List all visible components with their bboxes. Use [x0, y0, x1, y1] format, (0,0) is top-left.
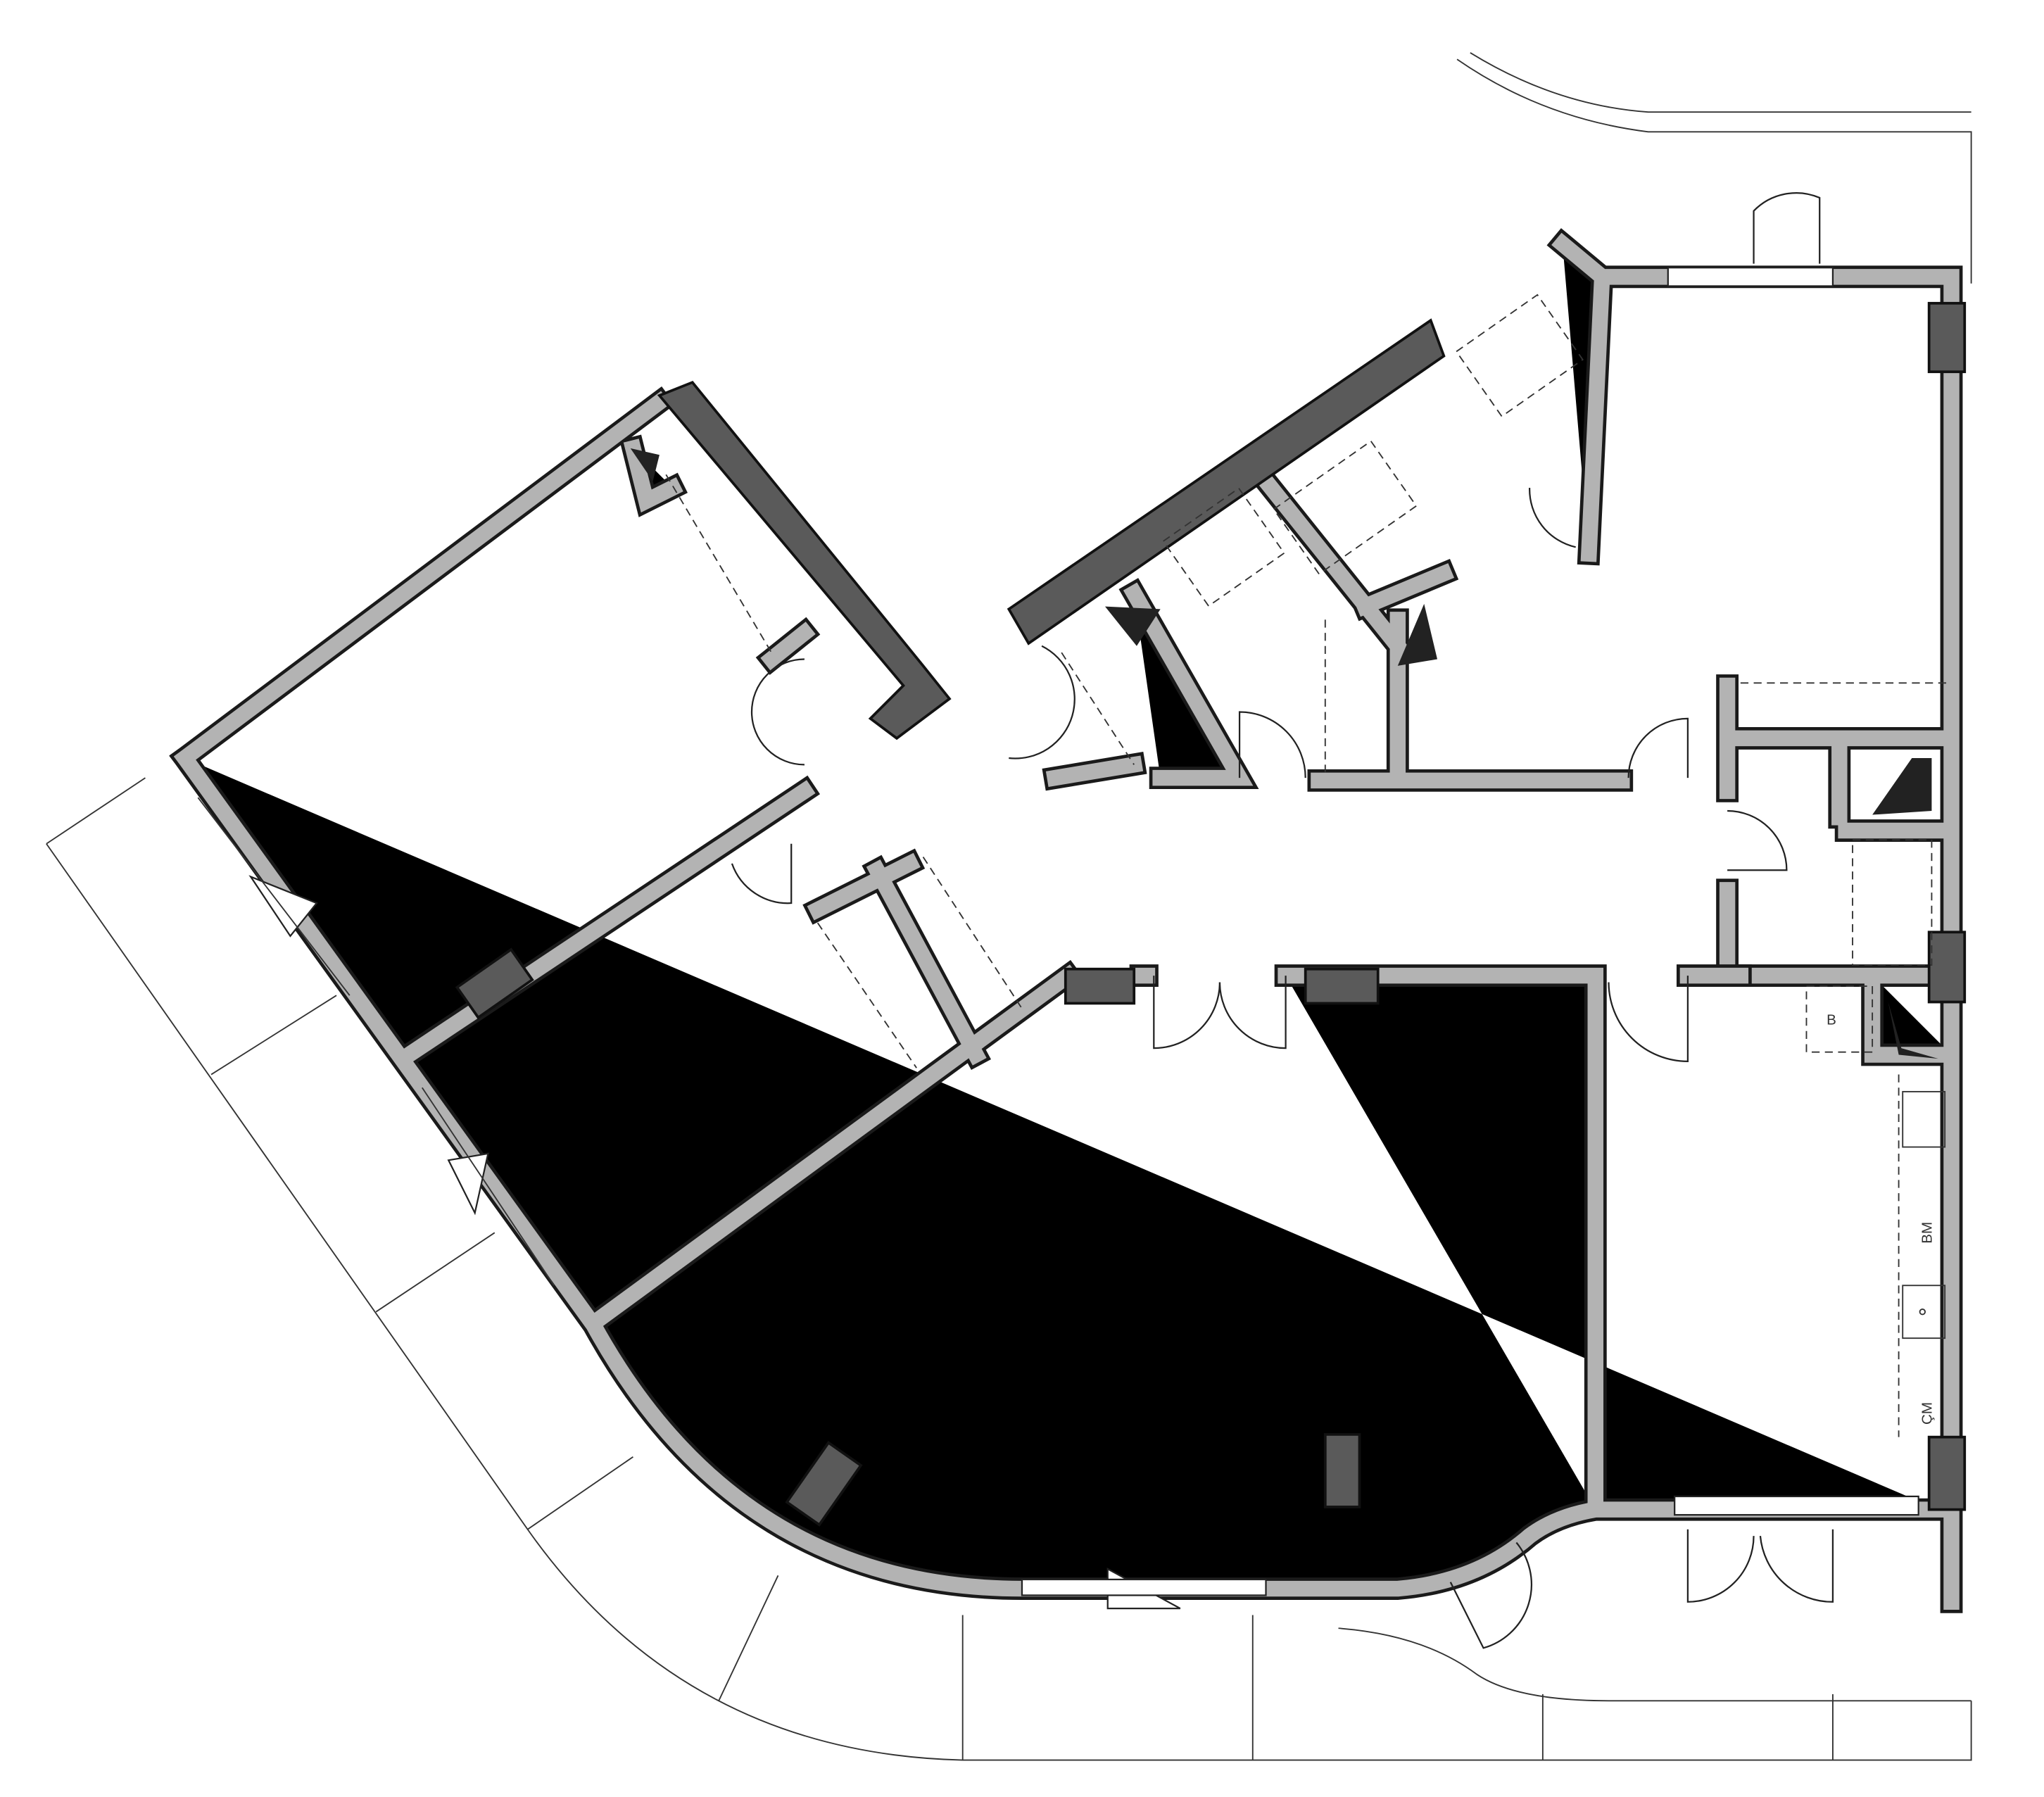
shafts [630, 448, 1938, 1059]
column [1064, 967, 1136, 1005]
storage-label: B [1827, 1011, 1836, 1028]
windows [197, 267, 1919, 1596]
room-labels: B BM ÇM [1827, 1011, 1935, 1425]
column [455, 947, 534, 1020]
shear-wall-top [1007, 318, 1446, 645]
cooktop-icon [1902, 1090, 1946, 1148]
column [1927, 931, 1967, 1004]
columns [455, 301, 1967, 1527]
washing-machine-label: ÇM [1919, 1402, 1935, 1425]
shear-wall-diagonal [657, 380, 952, 740]
walls [185, 244, 1952, 1602]
column [1927, 301, 1967, 374]
column [1927, 1435, 1967, 1511]
sink-icon [1902, 1285, 1946, 1339]
dishwasher-label: BM [1919, 1222, 1935, 1244]
terrace-outline [46, 52, 1972, 1761]
column [785, 1441, 863, 1527]
column [1323, 1433, 1361, 1508]
column [1304, 967, 1380, 1005]
